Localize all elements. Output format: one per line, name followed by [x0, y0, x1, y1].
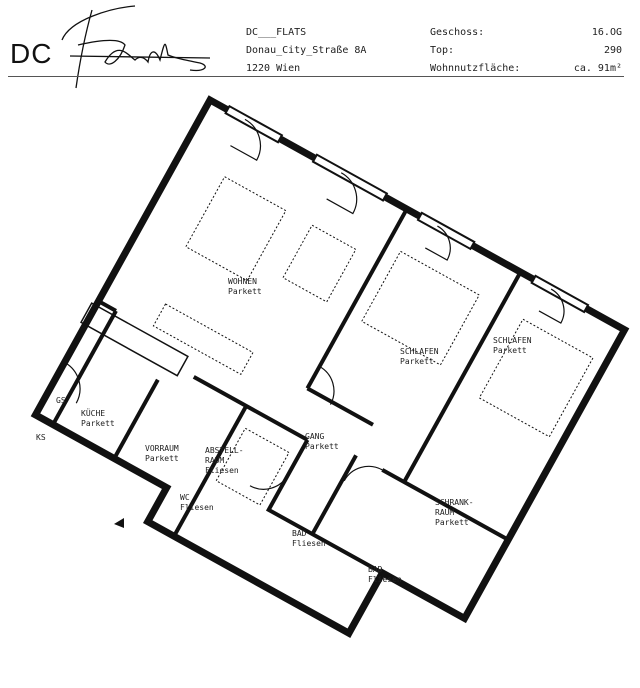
room-floor: Parkett [435, 518, 469, 527]
project-name: DC___FLATS [246, 27, 307, 38]
room-floor: Parkett [493, 346, 527, 355]
room-floor: Parkett [400, 357, 434, 366]
fixture-gs: GS [56, 396, 66, 405]
room-floor: Fliesen [180, 503, 214, 512]
room-name: SCHLAFEN [493, 336, 532, 345]
room-floor: Parkett [228, 287, 262, 296]
field-label: Wohnnutzfläche: [430, 63, 521, 74]
room-name: BAD [368, 565, 383, 574]
kitchen-counter [80, 302, 189, 377]
header-divider [8, 76, 624, 77]
room-name: WOHNEN [228, 277, 257, 286]
room-floor: Fliesen [368, 575, 402, 584]
logo-signature [61, 5, 211, 89]
city: 1220 Wien [246, 63, 301, 74]
room-name: KÜCHE [81, 409, 106, 418]
room-floor: Fliesen [205, 466, 239, 475]
room-name: ABSTELL- RAUM [205, 446, 244, 465]
room-name: SCHRANK- RAUM [435, 498, 474, 517]
outer-wall [30, 95, 630, 638]
room-floor: Parkett [305, 442, 339, 451]
room-name: GANG [305, 432, 325, 441]
street: Donau_City_Straße 8A [246, 45, 367, 56]
logo-dc: DC [10, 38, 53, 69]
room-floor: Parkett [81, 419, 115, 428]
doors [64, 118, 565, 490]
field-label: Geschoss: [430, 27, 485, 38]
field-value: 16.OG [591, 27, 622, 38]
room-name: VORRAUM [145, 444, 179, 453]
furniture [152, 176, 594, 506]
field-value: ca. 91m² [573, 63, 622, 74]
entrance-arrow-icon [114, 518, 124, 528]
fixture-ks: KS [36, 433, 46, 442]
room-name: BAD [292, 529, 307, 538]
room-floor: Parkett [145, 454, 179, 463]
field-label: Top: [430, 45, 455, 56]
room-floor: Fliesen [292, 539, 326, 548]
room-name: SCHLAFEN [400, 347, 439, 356]
field-value: 290 [603, 45, 622, 56]
room-name: WC [180, 493, 190, 502]
windows [224, 104, 590, 314]
interior-walls [51, 208, 523, 575]
